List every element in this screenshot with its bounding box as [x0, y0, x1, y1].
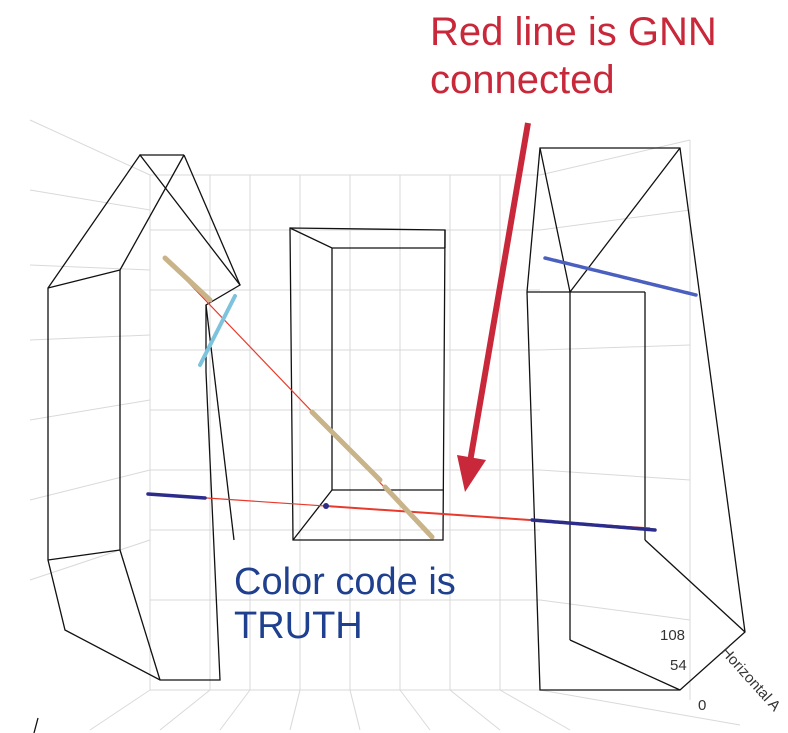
track-navy-right [530, 518, 657, 532]
axis-tick-0: 0 [698, 697, 706, 714]
truth-annotation-line1: Color code is [234, 561, 456, 603]
track-tan-upper [162, 255, 213, 303]
gnn-edges [147, 257, 651, 538]
track-royal-right [543, 256, 698, 297]
truth-annotation: Color code is TRUTH [234, 560, 494, 648]
gnn-annotation: Red line is GNN connected [430, 8, 750, 104]
horizontal-axis: 108 54 0 Horizontal A [660, 627, 784, 715]
track-navy-left [146, 492, 207, 500]
track-lightblue [198, 294, 237, 367]
gnn-annotation-line1: Red line is GNN [430, 10, 717, 54]
gnn-annotation-line2: connected [430, 58, 615, 102]
corner-mark [33, 717, 39, 733]
grid-lines [29, 119, 741, 731]
axis-tick-54: 54 [670, 657, 687, 674]
left-detector-wireframe [47, 153, 241, 681]
track-tan-middle [309, 409, 383, 483]
axis-tick-108: 108 [660, 627, 685, 644]
middle-detector-wireframe [289, 227, 446, 541]
track-tan-lower [382, 484, 435, 540]
axis-title: Horizontal A [717, 643, 784, 714]
annotation-arrow [457, 122, 531, 492]
gnn-edge-horizontal-strong [325, 505, 531, 521]
hit-navy-middle [323, 503, 329, 509]
right-detector-wireframe [526, 147, 746, 691]
truth-tracks [146, 255, 698, 540]
truth-annotation-line2: TRUTH [234, 605, 363, 647]
